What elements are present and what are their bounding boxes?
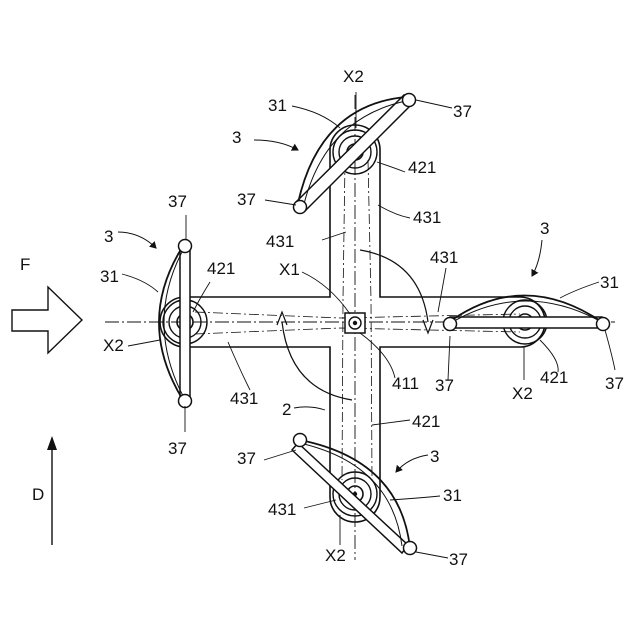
bottom-rotor xyxy=(292,434,417,555)
label-31-top: 31 xyxy=(268,96,287,115)
label-37-right-right: 37 xyxy=(605,374,624,393)
label-421-right: 421 xyxy=(540,368,568,387)
label-421-left: 421 xyxy=(207,259,235,278)
label-411: 411 xyxy=(392,374,419,393)
label-431-top: 431 xyxy=(413,208,441,227)
label-2: 2 xyxy=(282,400,291,419)
label-3-top: 3 xyxy=(232,128,241,147)
label-37-right-left: 37 xyxy=(435,376,454,395)
label-37-bottom-right: 37 xyxy=(449,550,468,569)
label-f: F xyxy=(20,255,30,274)
label-31-right: 31 xyxy=(600,273,619,292)
center-hub xyxy=(345,313,365,333)
label-d: D xyxy=(32,485,44,504)
label-431-bottom: 431 xyxy=(268,500,296,519)
label-431-lower-left: 431 xyxy=(230,389,258,408)
label-421-top: 421 xyxy=(408,158,436,177)
label-x2-left: X2 xyxy=(103,336,124,355)
label-37-left-top: 37 xyxy=(168,192,187,211)
label-3-bottom: 3 xyxy=(430,447,439,466)
label-31-left: 31 xyxy=(100,267,119,286)
right-rotor xyxy=(444,295,610,344)
label-x1: X1 xyxy=(279,260,300,279)
flow-arrow xyxy=(12,287,82,353)
label-421-bottom: 421 xyxy=(412,412,440,431)
label-37-bottom-left: 37 xyxy=(237,449,256,468)
label-3-left: 3 xyxy=(104,227,113,246)
label-37-top-right: 37 xyxy=(453,102,472,121)
label-37-top-left: 37 xyxy=(237,190,256,209)
label-31-bottom: 31 xyxy=(443,486,462,505)
label-37-left-bottom: 37 xyxy=(168,439,187,458)
label-3-right: 3 xyxy=(540,219,549,238)
label-431-upper-left: 431 xyxy=(266,232,294,251)
label-x2-right: X2 xyxy=(512,384,533,403)
label-x2-top: X2 xyxy=(343,67,364,86)
label-x2-bottom: X2 xyxy=(325,546,346,565)
left-rotor xyxy=(159,240,207,408)
label-431-right: 431 xyxy=(430,248,458,267)
